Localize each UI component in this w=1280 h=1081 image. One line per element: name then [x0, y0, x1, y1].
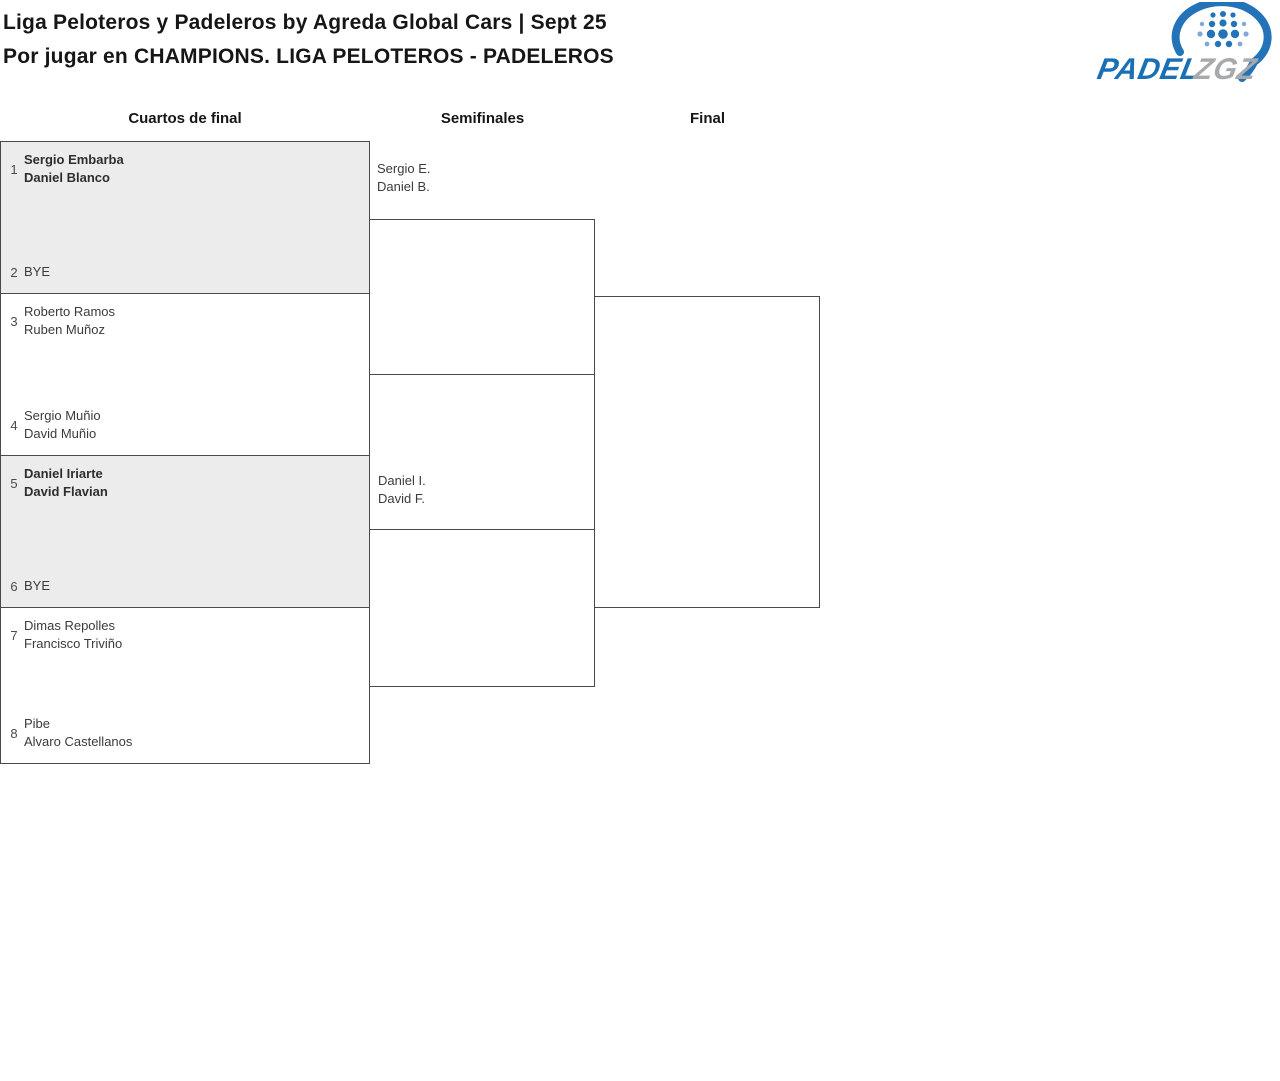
- player-name: Alvaro Castellanos: [24, 734, 133, 749]
- player-name: Francisco Triviño: [24, 636, 123, 651]
- seed-number: 2: [10, 264, 18, 280]
- team-names: BYE: [24, 263, 50, 281]
- logo-text-zgz: ZGZ: [1191, 53, 1261, 86]
- team-names: Dimas Repolles Francisco Triviño: [24, 617, 122, 653]
- team-slot-seed-7: 7 Dimas Repolles Francisco Triviño: [1, 617, 369, 653]
- page-title: Liga Peloteros y Padeleros by Agreda Glo…: [3, 6, 614, 74]
- seed-number: 5: [10, 475, 18, 491]
- sf2-advancing-team: Daniel I. David F.: [378, 472, 426, 508]
- qf-match-4: 7 Dimas Repolles Francisco Triviño 8 Pib…: [0, 607, 370, 764]
- final-match-box: [594, 296, 820, 608]
- player-name: Dimas Repolles: [24, 618, 116, 633]
- seed-number: 3: [10, 313, 18, 329]
- team-names: BYE: [24, 577, 50, 595]
- player-name: David Flavian: [24, 484, 108, 499]
- player-name: Pibe: [24, 716, 51, 731]
- seed-number: 4: [10, 417, 18, 433]
- qf-match-2: 3 Roberto Ramos Ruben Muñoz 4 Sergio Muñ…: [0, 293, 370, 456]
- qf-match-1: 1 Sergio Embarba Daniel Blanco 2 BYE: [0, 141, 370, 294]
- team-names: Pibe Alvaro Castellanos: [24, 715, 132, 751]
- player-name: Ruben Muñoz: [24, 322, 105, 337]
- team-names: Roberto Ramos Ruben Muñoz: [24, 303, 115, 339]
- seed-number: 7: [10, 627, 18, 643]
- qf-match-3: 5 Daniel Iriarte David Flavian 6 BYE: [0, 455, 370, 608]
- player-name: Sergio Muñio: [24, 408, 101, 423]
- seed-number: 6: [10, 578, 18, 594]
- team-slot-seed-1: 1 Sergio Embarba Daniel Blanco: [1, 151, 369, 187]
- sf-match-2-box: [369, 529, 595, 687]
- player-name: BYE: [24, 264, 51, 279]
- round-header-final: Final: [689, 110, 725, 127]
- sf-match-1-box: [369, 219, 595, 375]
- team-slot-seed-3: 3 Roberto Ramos Ruben Muñoz: [1, 303, 369, 339]
- seed-number: 8: [10, 725, 18, 741]
- player-name: BYE: [24, 578, 51, 593]
- player-name: Roberto Ramos: [24, 304, 116, 319]
- player-name: Daniel Blanco: [24, 170, 110, 185]
- title-line-1: Liga Peloteros y Padeleros by Agreda Glo…: [3, 11, 607, 34]
- team-slot-seed-8: 8 Pibe Alvaro Castellanos: [1, 715, 369, 751]
- team-slot-seed-5: 5 Daniel Iriarte David Flavian: [1, 465, 369, 501]
- sf1-advancing-team: Sergio E. Daniel B.: [377, 160, 430, 196]
- padelzgz-logo: PADEL ZGZ: [1096, 2, 1272, 86]
- team-slot-seed-2: 2 BYE: [1, 263, 369, 281]
- team-names: Sergio Muñio David Muñio: [24, 407, 101, 443]
- player-name: David F.: [378, 491, 425, 506]
- logo-swoosh-icon: [1171, 2, 1272, 82]
- team-slot-seed-4: 4 Sergio Muñio David Muñio: [1, 407, 369, 443]
- team-names: Sergio Embarba Daniel Blanco: [24, 151, 124, 187]
- player-name: Daniel I.: [378, 473, 426, 488]
- player-name: Sergio Embarba: [24, 152, 124, 167]
- team-slot-seed-6: 6 BYE: [1, 577, 369, 595]
- logo-ball-icon: [1197, 11, 1249, 48]
- round-header-quarterfinals: Cuartos de final: [128, 110, 242, 127]
- player-name: David Muñio: [24, 426, 97, 441]
- seed-number: 1: [10, 161, 18, 177]
- team-names: Daniel Iriarte David Flavian: [24, 465, 108, 501]
- player-name: Sergio E.: [377, 161, 431, 176]
- logo-text-padel: PADEL: [1096, 53, 1203, 86]
- player-name: Daniel Iriarte: [24, 466, 103, 481]
- title-line-2: Por jugar en CHAMPIONS. LIGA PELOTEROS -…: [3, 45, 614, 68]
- player-name: Daniel B.: [377, 179, 430, 194]
- round-header-semifinals: Semifinales: [440, 110, 525, 127]
